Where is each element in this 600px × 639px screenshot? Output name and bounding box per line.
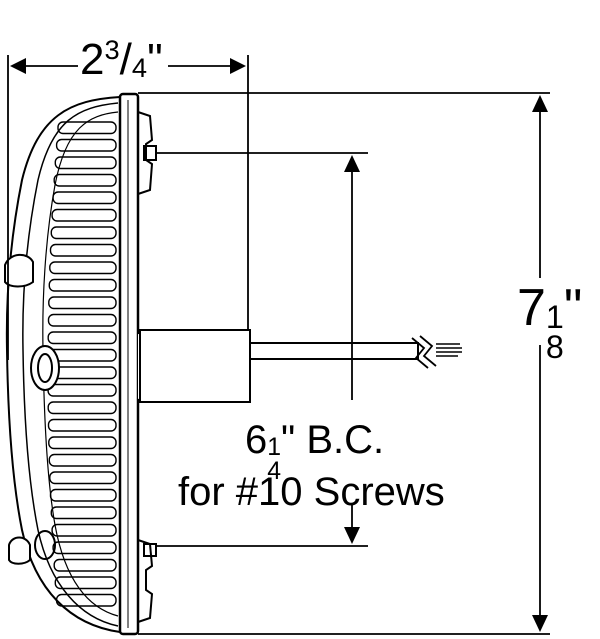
lens-rib <box>52 541 117 555</box>
lens-rib <box>50 226 117 240</box>
lens-rib <box>47 313 117 327</box>
bc-whole: 6 <box>245 418 268 462</box>
lens-rib <box>47 401 117 415</box>
lens-rib <box>49 471 117 485</box>
lens-rib <box>54 156 117 170</box>
lens-inner-curve <box>22 102 119 627</box>
lens-rib <box>47 331 117 345</box>
lens-rib <box>47 383 117 397</box>
lens-rib <box>49 243 117 257</box>
lens-rib <box>48 436 117 450</box>
width-whole: 2 <box>80 35 105 84</box>
lens-rib <box>49 261 117 275</box>
lens-rib <box>48 278 117 292</box>
height-whole: 7 <box>517 279 546 337</box>
screws-note: for #10 Screws <box>178 470 445 514</box>
lens-rib <box>51 523 117 537</box>
lens-rib <box>49 488 117 502</box>
height-unit: " <box>563 279 583 337</box>
bc-unit: " <box>281 418 296 462</box>
height-numerator: 1 <box>545 298 564 335</box>
lens-rib <box>48 296 117 310</box>
bc-denominator: 4 <box>267 457 282 485</box>
bc-numerator: 1 <box>267 433 282 461</box>
mounting-ears <box>4 111 157 623</box>
connector-assembly <box>137 329 462 403</box>
housing-rim <box>118 92 140 636</box>
lens-rib <box>54 576 117 590</box>
bolt-circle-dimension <box>156 152 368 547</box>
lens-rib <box>51 208 117 222</box>
lamp-body <box>5 92 140 636</box>
lens-rib <box>53 173 117 187</box>
lens-rib <box>50 506 117 520</box>
wire <box>249 342 419 360</box>
connector-block <box>139 329 251 403</box>
bc-suffix: B.C. <box>295 418 385 462</box>
lens-rib <box>57 121 117 135</box>
width-dimension-label: 23/4" <box>80 34 163 84</box>
lens-rib <box>52 191 117 205</box>
lens-outline <box>5 95 121 634</box>
lens-rib <box>55 593 117 607</box>
width-unit: " <box>147 35 163 84</box>
lens-rib <box>47 418 117 432</box>
height-denominator: 8 <box>545 329 564 366</box>
lens-rib <box>55 138 117 152</box>
lens-rib <box>48 453 117 467</box>
width-denominator: 4 <box>131 52 148 84</box>
height-dimension <box>138 92 550 635</box>
width-dimension <box>7 55 249 360</box>
width-numerator: 3 <box>104 34 120 65</box>
lens-rib <box>53 558 117 572</box>
